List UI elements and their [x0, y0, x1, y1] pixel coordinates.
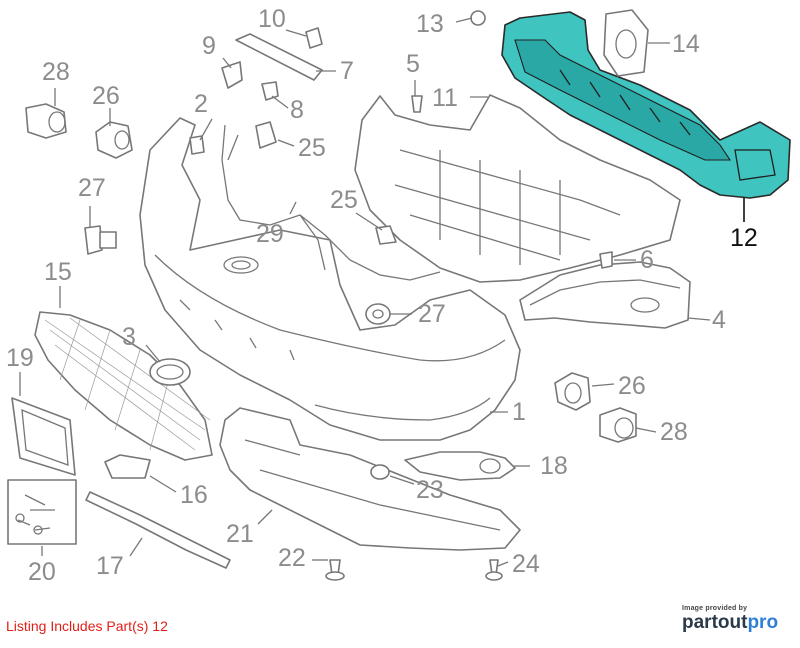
- callout-labels: 1 2 3 4 5 6 7 8 9 10 11 12 13 14 15 16 1…: [6, 5, 758, 586]
- callout-28b: 28: [660, 418, 688, 446]
- callout-12-highlighted: 12: [730, 224, 758, 252]
- callout-14: 14: [672, 30, 700, 58]
- grille-mesh-part-15: [34, 311, 213, 461]
- callout-11: 11: [432, 84, 458, 112]
- listing-note: Listing Includes Part(s) 12: [6, 618, 168, 634]
- callout-3: 3: [122, 323, 136, 351]
- trim-strip-part-17: [85, 491, 231, 569]
- callout-22: 22: [278, 544, 306, 572]
- callout-20: 20: [28, 558, 56, 586]
- callout-7: 7: [340, 57, 354, 85]
- provided-by-label: Image provided by: [682, 605, 748, 612]
- callout-27b: 27: [418, 300, 446, 328]
- callout-5: 5: [406, 50, 420, 78]
- callout-24: 24: [512, 550, 540, 578]
- callout-10: 10: [258, 5, 286, 33]
- callout-1: 1: [512, 398, 526, 426]
- callout-26b: 26: [618, 372, 646, 400]
- lower-reinforcement-part-4: [519, 261, 691, 329]
- sensor-bracket-part-14: [603, 9, 649, 77]
- callout-13: 13: [416, 10, 444, 38]
- callout-8: 8: [290, 96, 304, 124]
- callout-4: 4: [712, 306, 726, 334]
- callout-26a: 26: [92, 82, 120, 110]
- callout-27a: 27: [78, 174, 106, 202]
- sensor-housing-part-26a: [95, 121, 133, 159]
- grille-support-part-11: [354, 94, 681, 283]
- callout-18: 18: [540, 452, 568, 480]
- small-fasteners: [189, 10, 613, 581]
- leader-lines: [19, 17, 745, 567]
- brand-logo: partoutpro: [682, 612, 792, 634]
- callout-25a: 25: [298, 134, 326, 162]
- callout-29: 29: [256, 220, 284, 248]
- fastener-kit-part-20: [7, 479, 77, 545]
- callout-21: 21: [226, 520, 254, 548]
- fog-trim-part-18: [404, 451, 516, 481]
- license-bracket-part-19: [11, 397, 76, 476]
- sensor-housing-part-26b: [554, 372, 591, 411]
- sensor-clip-part-27b: [365, 303, 391, 325]
- callout-15: 15: [44, 258, 72, 286]
- brand-name-main: partout: [682, 612, 748, 633]
- lower-shield-part-21: [219, 407, 521, 551]
- callout-28a: 28: [42, 58, 70, 86]
- callout-9: 9: [202, 32, 216, 60]
- bracket-part-16: [104, 454, 151, 479]
- parking-sensor-part-28a: [25, 103, 67, 139]
- brand-credit: Image provided by partoutpro: [682, 605, 792, 634]
- wiring-harness-part-29: [221, 124, 441, 281]
- parking-sensor-part-28b: [599, 407, 637, 443]
- callout-19: 19: [6, 344, 34, 372]
- callout-23: 23: [416, 476, 444, 504]
- callout-17: 17: [96, 552, 124, 580]
- reinforcement-beam-part-12-highlighted: [501, 11, 791, 199]
- brand-name-accent: pro: [747, 612, 779, 633]
- bumper-cover-part-1: [139, 117, 521, 441]
- callout-2: 2: [194, 90, 208, 118]
- callout-6: 6: [640, 246, 654, 274]
- sensor-clip-part-27a: [84, 225, 117, 255]
- callout-25b: 25: [330, 186, 358, 214]
- callout-16: 16: [180, 481, 208, 509]
- ford-badge-part-3: [149, 358, 191, 386]
